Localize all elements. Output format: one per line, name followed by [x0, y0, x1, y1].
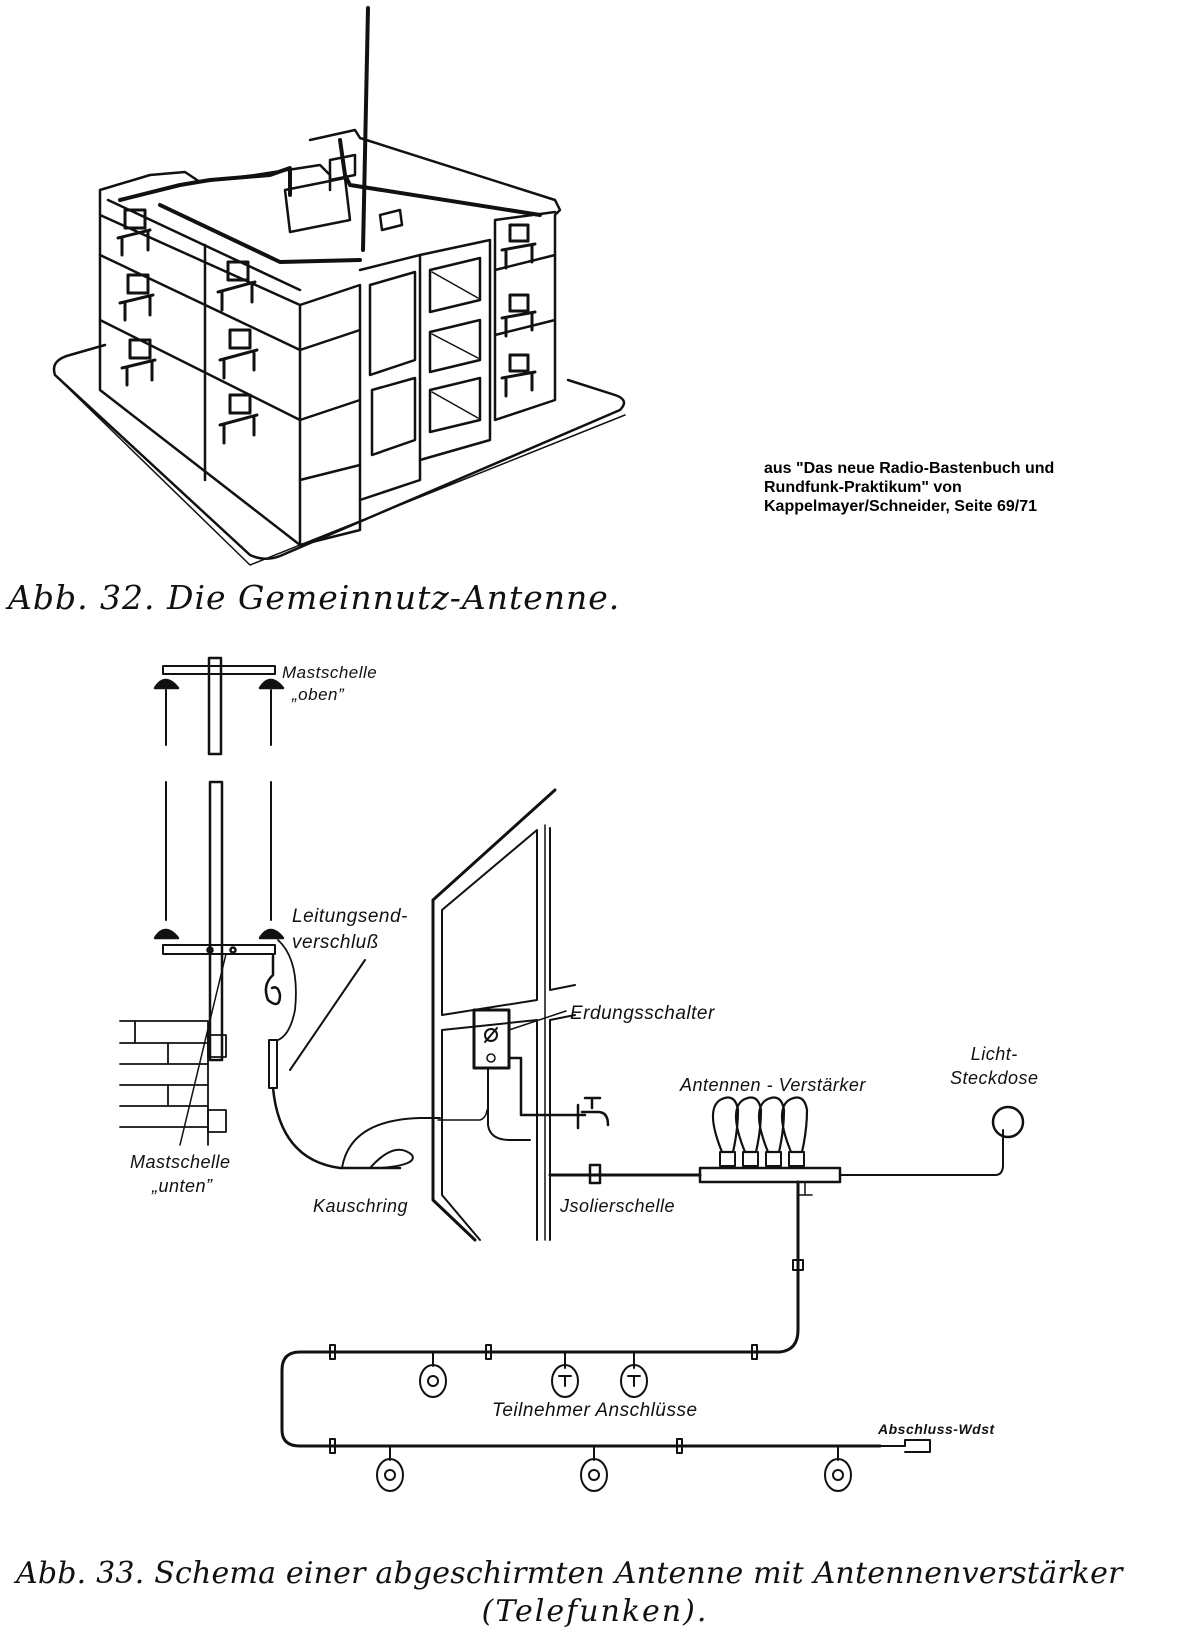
source-note-line-1: aus "Das neue Radio-Bastenbuch und [764, 460, 1055, 477]
label-erdungsschalter: Erdungsschalter [570, 1003, 715, 1024]
label-line: „oben” [292, 685, 345, 704]
label-mastschelle-unten: Mastschelle „unten” [130, 1150, 231, 1198]
label-leitungsendverschluss: Leitungsend- verschluß [292, 904, 408, 956]
antenna-mast [361, 6, 370, 252]
insulator-left-bottom [153, 928, 180, 940]
figure-33-caption-line-2: (Telefunken). [481, 1594, 709, 1629]
distribution-bus [280, 1350, 882, 1448]
source-note: aus "Das neue Radio-Bastenbuch und Rundf… [764, 459, 1054, 516]
label-teilnehmer-anschluesse: Teilnehmer Anschlüsse [492, 1400, 698, 1421]
amplifier [698, 1096, 842, 1196]
label-licht-steckdose: Licht- Steckdose [950, 1042, 1039, 1090]
source-note-line-2: Rundfunk-Praktikum" von [764, 479, 962, 496]
building-illustration [52, 6, 626, 566]
end-seal [268, 1039, 278, 1089]
hook [264, 954, 282, 1006]
label-line: Leitungsend- [292, 906, 408, 927]
ground-plate [52, 343, 626, 560]
figure-32-caption: Abb. 32. Die Gemeinnutz-Antenne. [8, 578, 621, 617]
insulator-right-bottom [258, 928, 285, 940]
power-socket-icon [991, 1105, 1025, 1139]
label-line: Mastschelle [282, 663, 378, 682]
label-line: Mastschelle [130, 1152, 231, 1172]
radio-sets [116, 208, 537, 445]
insulating-clamp [588, 1163, 602, 1185]
label-abschluss-widerstand: Abschluss-Wdst [878, 1421, 995, 1437]
insulator-left-top [153, 678, 180, 690]
mast-upper [153, 656, 285, 756]
label-line: Licht- [970, 1044, 1018, 1064]
ground-switch-box [472, 1008, 511, 1070]
source-note-line-3: Kappelmayer/Schneider, Seite 69/71 [764, 498, 1038, 515]
label-line: „unten” [152, 1176, 213, 1196]
label-mastschelle-oben: Mastschelle „oben” [282, 662, 377, 706]
figure-33-caption-line-1: Abb. 33. Schema einer abgeschirmten Ante… [16, 1556, 1123, 1591]
roof-amplifier-box [283, 176, 352, 234]
kauschring-loop [341, 1117, 441, 1169]
label-kauschring: Kauschring [313, 1196, 409, 1216]
label-antennen-verstaerker: Antennen - Verstärker [680, 1075, 866, 1095]
brick-wall [119, 1020, 227, 1146]
water-tap-icon [576, 1096, 610, 1130]
mast-lower [153, 780, 402, 1170]
subscriber-outlets [376, 1351, 852, 1492]
label-isolierschelle: Jsolierschelle [560, 1196, 676, 1216]
insulator-right-top [258, 678, 285, 690]
label-line: Steckdose [950, 1068, 1039, 1088]
label-line: verschluß [292, 932, 379, 953]
